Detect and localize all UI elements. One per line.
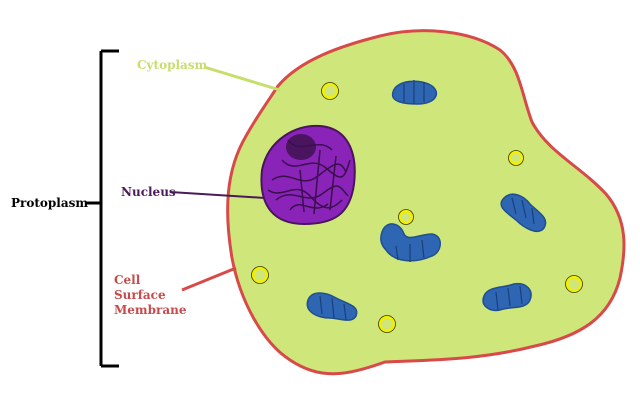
mitochondrion — [306, 292, 358, 321]
vesicle-outlines — [251, 82, 583, 333]
membrane-label-line-1: Cell — [114, 273, 141, 287]
vesicle — [321, 82, 339, 100]
vesicles — [251, 82, 583, 333]
cytoplasm-pointer — [203, 65, 281, 92]
mitochondrion — [391, 80, 438, 105]
nucleus-pointer — [169, 191, 266, 199]
membrane-label-line-2: Surface — [114, 288, 166, 302]
cytoplasm-label: Cytoplasm — [137, 58, 208, 72]
membrane-label-line-3: Membrane — [114, 303, 187, 317]
vesicle — [378, 315, 396, 333]
chromatin — [267, 139, 351, 215]
mitochondrion — [482, 282, 532, 312]
vesicle — [508, 150, 524, 166]
protoplasm-label: Protoplasm — [11, 196, 89, 210]
nucleus — [260, 124, 356, 226]
membrane-pointer — [181, 266, 237, 292]
vesicle — [398, 209, 414, 225]
vesicle — [251, 266, 269, 284]
mitochondrion — [380, 223, 441, 262]
mitochondrion — [500, 193, 547, 232]
vesicle — [565, 275, 583, 293]
protoplasm-bracket — [86, 49, 119, 368]
nucleus-label: Nucleus — [121, 185, 176, 199]
cell-surface-membrane-label: Cell Surface Membrane — [114, 273, 186, 318]
